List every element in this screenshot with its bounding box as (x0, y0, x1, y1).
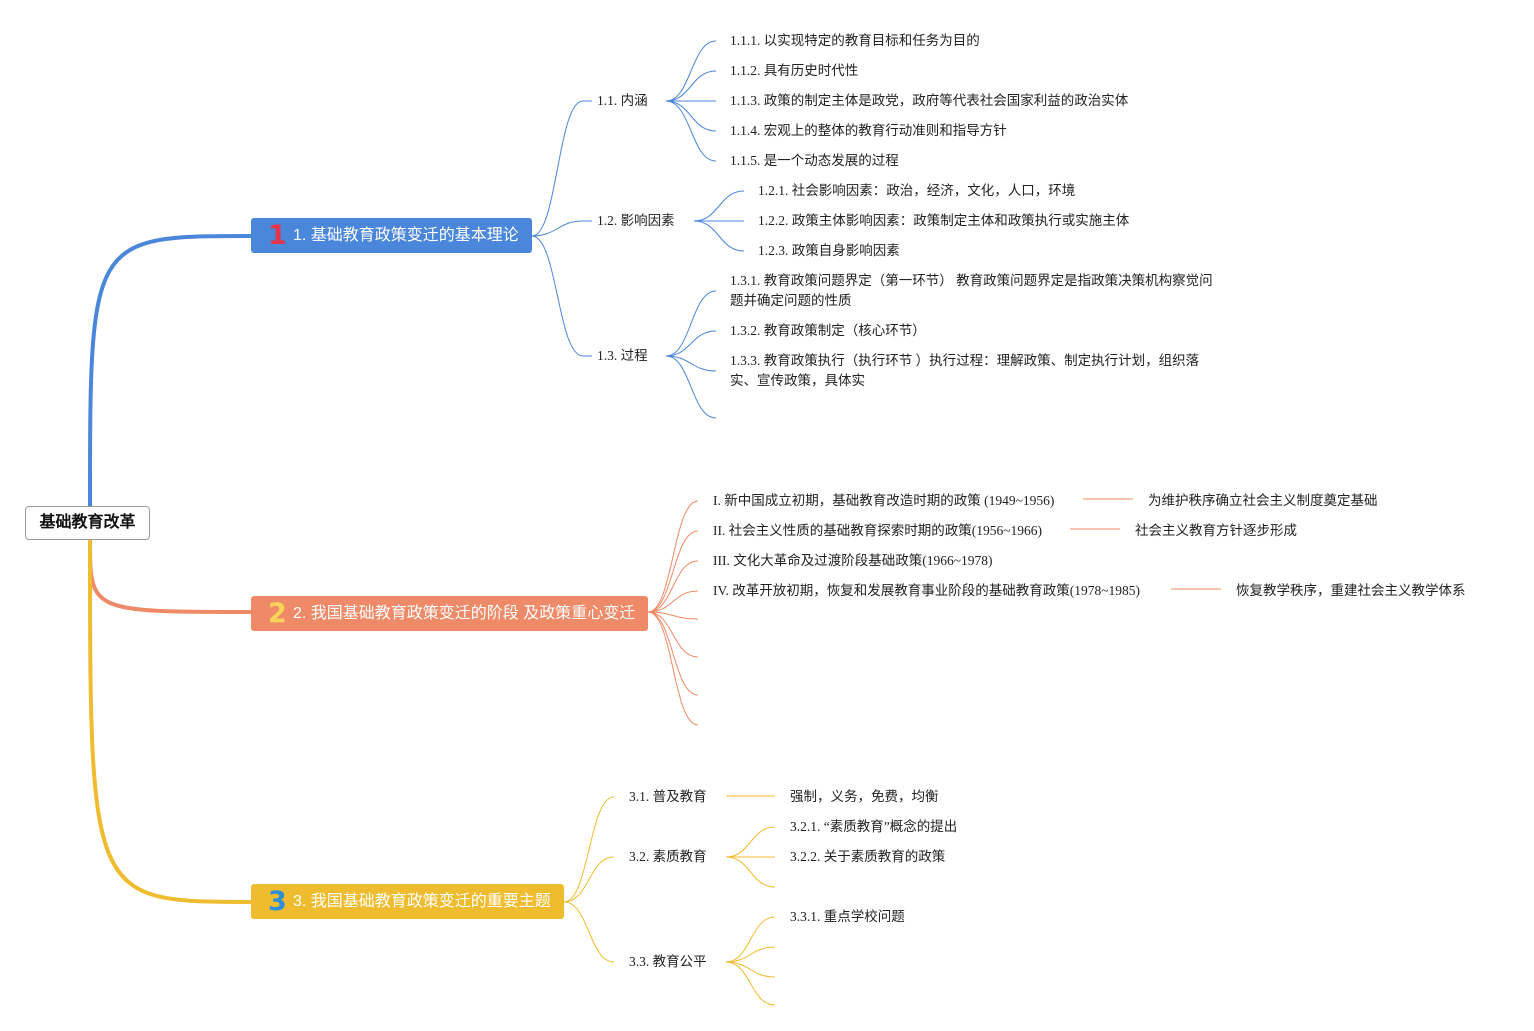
connector-root-branch-2 (88, 539, 253, 614)
connector-2-6 (647, 611, 699, 658)
topic-1-3-1[interactable]: 1.3.1. 教育政策问题界定（第一环节） 教育政策问题界定是指政策决策机构察觉… (730, 273, 1213, 308)
connector-2-8 (647, 611, 699, 726)
connector-1-2-1 (693, 190, 745, 222)
connector-1-1-5 (665, 100, 717, 162)
topic-1-3-2[interactable]: 1.3.2. 教育政策制定（核心环节） (730, 323, 926, 338)
connector-1-1-2 (665, 70, 717, 102)
topic-2-2[interactable]: II. 社会主义性质的基础教育探索时期的政策(1956~1966) (713, 523, 1043, 538)
branch-2-topic[interactable]: 2 2. 我国基础教育政策变迁的阶段 及政策重心变迁 (251, 596, 648, 631)
connector-2-3 (647, 560, 699, 613)
connector-3-3-4 (725, 961, 776, 1006)
number-one-icon: 1 (268, 220, 287, 251)
connector-2-7 (647, 611, 699, 696)
connector-3-3-1 (725, 916, 776, 963)
connector-3-2-3 (725, 856, 776, 888)
connector-1-2-3 (693, 220, 745, 252)
topic-1-1-2[interactable]: 1.1.2. 具有历史时代性 (730, 63, 859, 78)
topic-3-3[interactable]: 3.3. 教育公平 (629, 954, 707, 969)
topic-2-4-note[interactable]: 恢复教学秩序，重建社会主义教学体系 (1236, 583, 1466, 598)
branch-1-label: 1. 基础教育政策变迁的基本理论 (293, 227, 519, 244)
topic-1-3-3[interactable]: 1.3.3. 教育政策执行（执行环节 ）执行过程：理解政策、制定执行计划，组织落… (730, 353, 1200, 388)
topic-2-1-note[interactable]: 为维护秩序确立社会主义制度奠定基础 (1148, 493, 1378, 508)
connector-3-1 (563, 796, 615, 903)
topic-2-4[interactable]: IV. 改革开放初期，恢复和发展教育事业阶段的基础教育政策(1978~1985) (713, 583, 1141, 598)
topic-3-3-1[interactable]: 3.3.1. 重点学校问题 (790, 909, 905, 924)
connector-1-3-2 (665, 330, 717, 357)
topic-1-2-3[interactable]: 1.2.3. 政策自身影响因素 (758, 243, 900, 258)
connector-1-1-4 (665, 100, 717, 132)
topic-2-1[interactable]: I. 新中国成立初期，基础教育改造时期的政策 (1949~1956) (713, 493, 1055, 508)
number-two-icon: 2 (268, 598, 287, 629)
connector-1-3-3 (665, 355, 717, 372)
connector-root-branch-3 (88, 539, 253, 904)
number-three-icon: 3 (268, 886, 287, 917)
topic-3-2[interactable]: 3.2. 素质教育 (629, 849, 707, 864)
root-topic[interactable]: 基础教育改革 (25, 506, 150, 540)
connector-3-2 (563, 856, 615, 903)
connector-3-3 (563, 901, 615, 963)
topic-1-1-4[interactable]: 1.1.4. 宏观上的整体的教育行动准则和指导方针 (730, 123, 1007, 138)
topic-3-2-2[interactable]: 3.2.2. 关于素质教育的政策 (790, 849, 946, 864)
topic-1-1-1[interactable]: 1.1.1. 以实现特定的教育目标和任务为目的 (730, 33, 980, 48)
topic-1-1-3[interactable]: 1.1.3. 政策的制定主体是政党，政府等代表社会国家利益的政治实体 (730, 93, 1129, 108)
topic-2-3[interactable]: III. 文化大革命及过渡阶段基础政策(1966~1978) (713, 553, 993, 568)
connector-1-3 (531, 235, 584, 357)
topic-2-2-note[interactable]: 社会主义教育方针逐步形成 (1135, 523, 1297, 538)
connector-1-2 (531, 220, 584, 237)
connector-1-3-1 (665, 290, 717, 357)
topic-1-2-1[interactable]: 1.2.1. 社会影响因素：政治，经济，文化，人口，环境 (758, 183, 1076, 198)
connector-3-3-3 (725, 961, 776, 978)
connector-root-branch-1 (88, 234, 253, 507)
topic-3-2-1[interactable]: 3.2.1. “素质教育”概念的提出 (790, 819, 958, 834)
topic-1-1[interactable]: 1.1. 内涵 (597, 93, 648, 108)
branch-3-label: 3. 我国基础教育政策变迁的重要主题 (293, 893, 551, 910)
topic-3-1-note[interactable]: 强制，义务，免费，均衡 (790, 789, 939, 804)
connector-1-1-1 (665, 40, 717, 102)
branch-2-label: 2. 我国基础教育政策变迁的阶段 及政策重心变迁 (293, 605, 636, 622)
connector-2-1 (647, 500, 699, 613)
branch-3-topic[interactable]: 3 3. 我国基础教育政策变迁的重要主题 (251, 884, 564, 919)
topic-1-2-2[interactable]: 1.2.2. 政策主体影响因素：政策制定主体和政策执行或实施主体 (758, 213, 1130, 228)
connector-1-3-4 (665, 355, 717, 419)
connector-3-3-2 (725, 946, 776, 963)
connector-1-1 (531, 100, 584, 237)
topic-1-2[interactable]: 1.2. 影响因素 (597, 213, 675, 228)
branch-1-topic[interactable]: 1 1. 基础教育政策变迁的基本理论 (251, 218, 532, 253)
topic-1-3[interactable]: 1.3. 过程 (597, 348, 648, 363)
topic-3-1[interactable]: 3.1. 普及教育 (629, 789, 707, 804)
topic-1-1-5[interactable]: 1.1.5. 是一个动态发展的过程 (730, 153, 899, 168)
connector-2-2 (647, 530, 699, 613)
connector-3-2-1 (725, 826, 776, 858)
connector-2-4 (647, 590, 699, 613)
connector-2-5 (647, 611, 699, 620)
